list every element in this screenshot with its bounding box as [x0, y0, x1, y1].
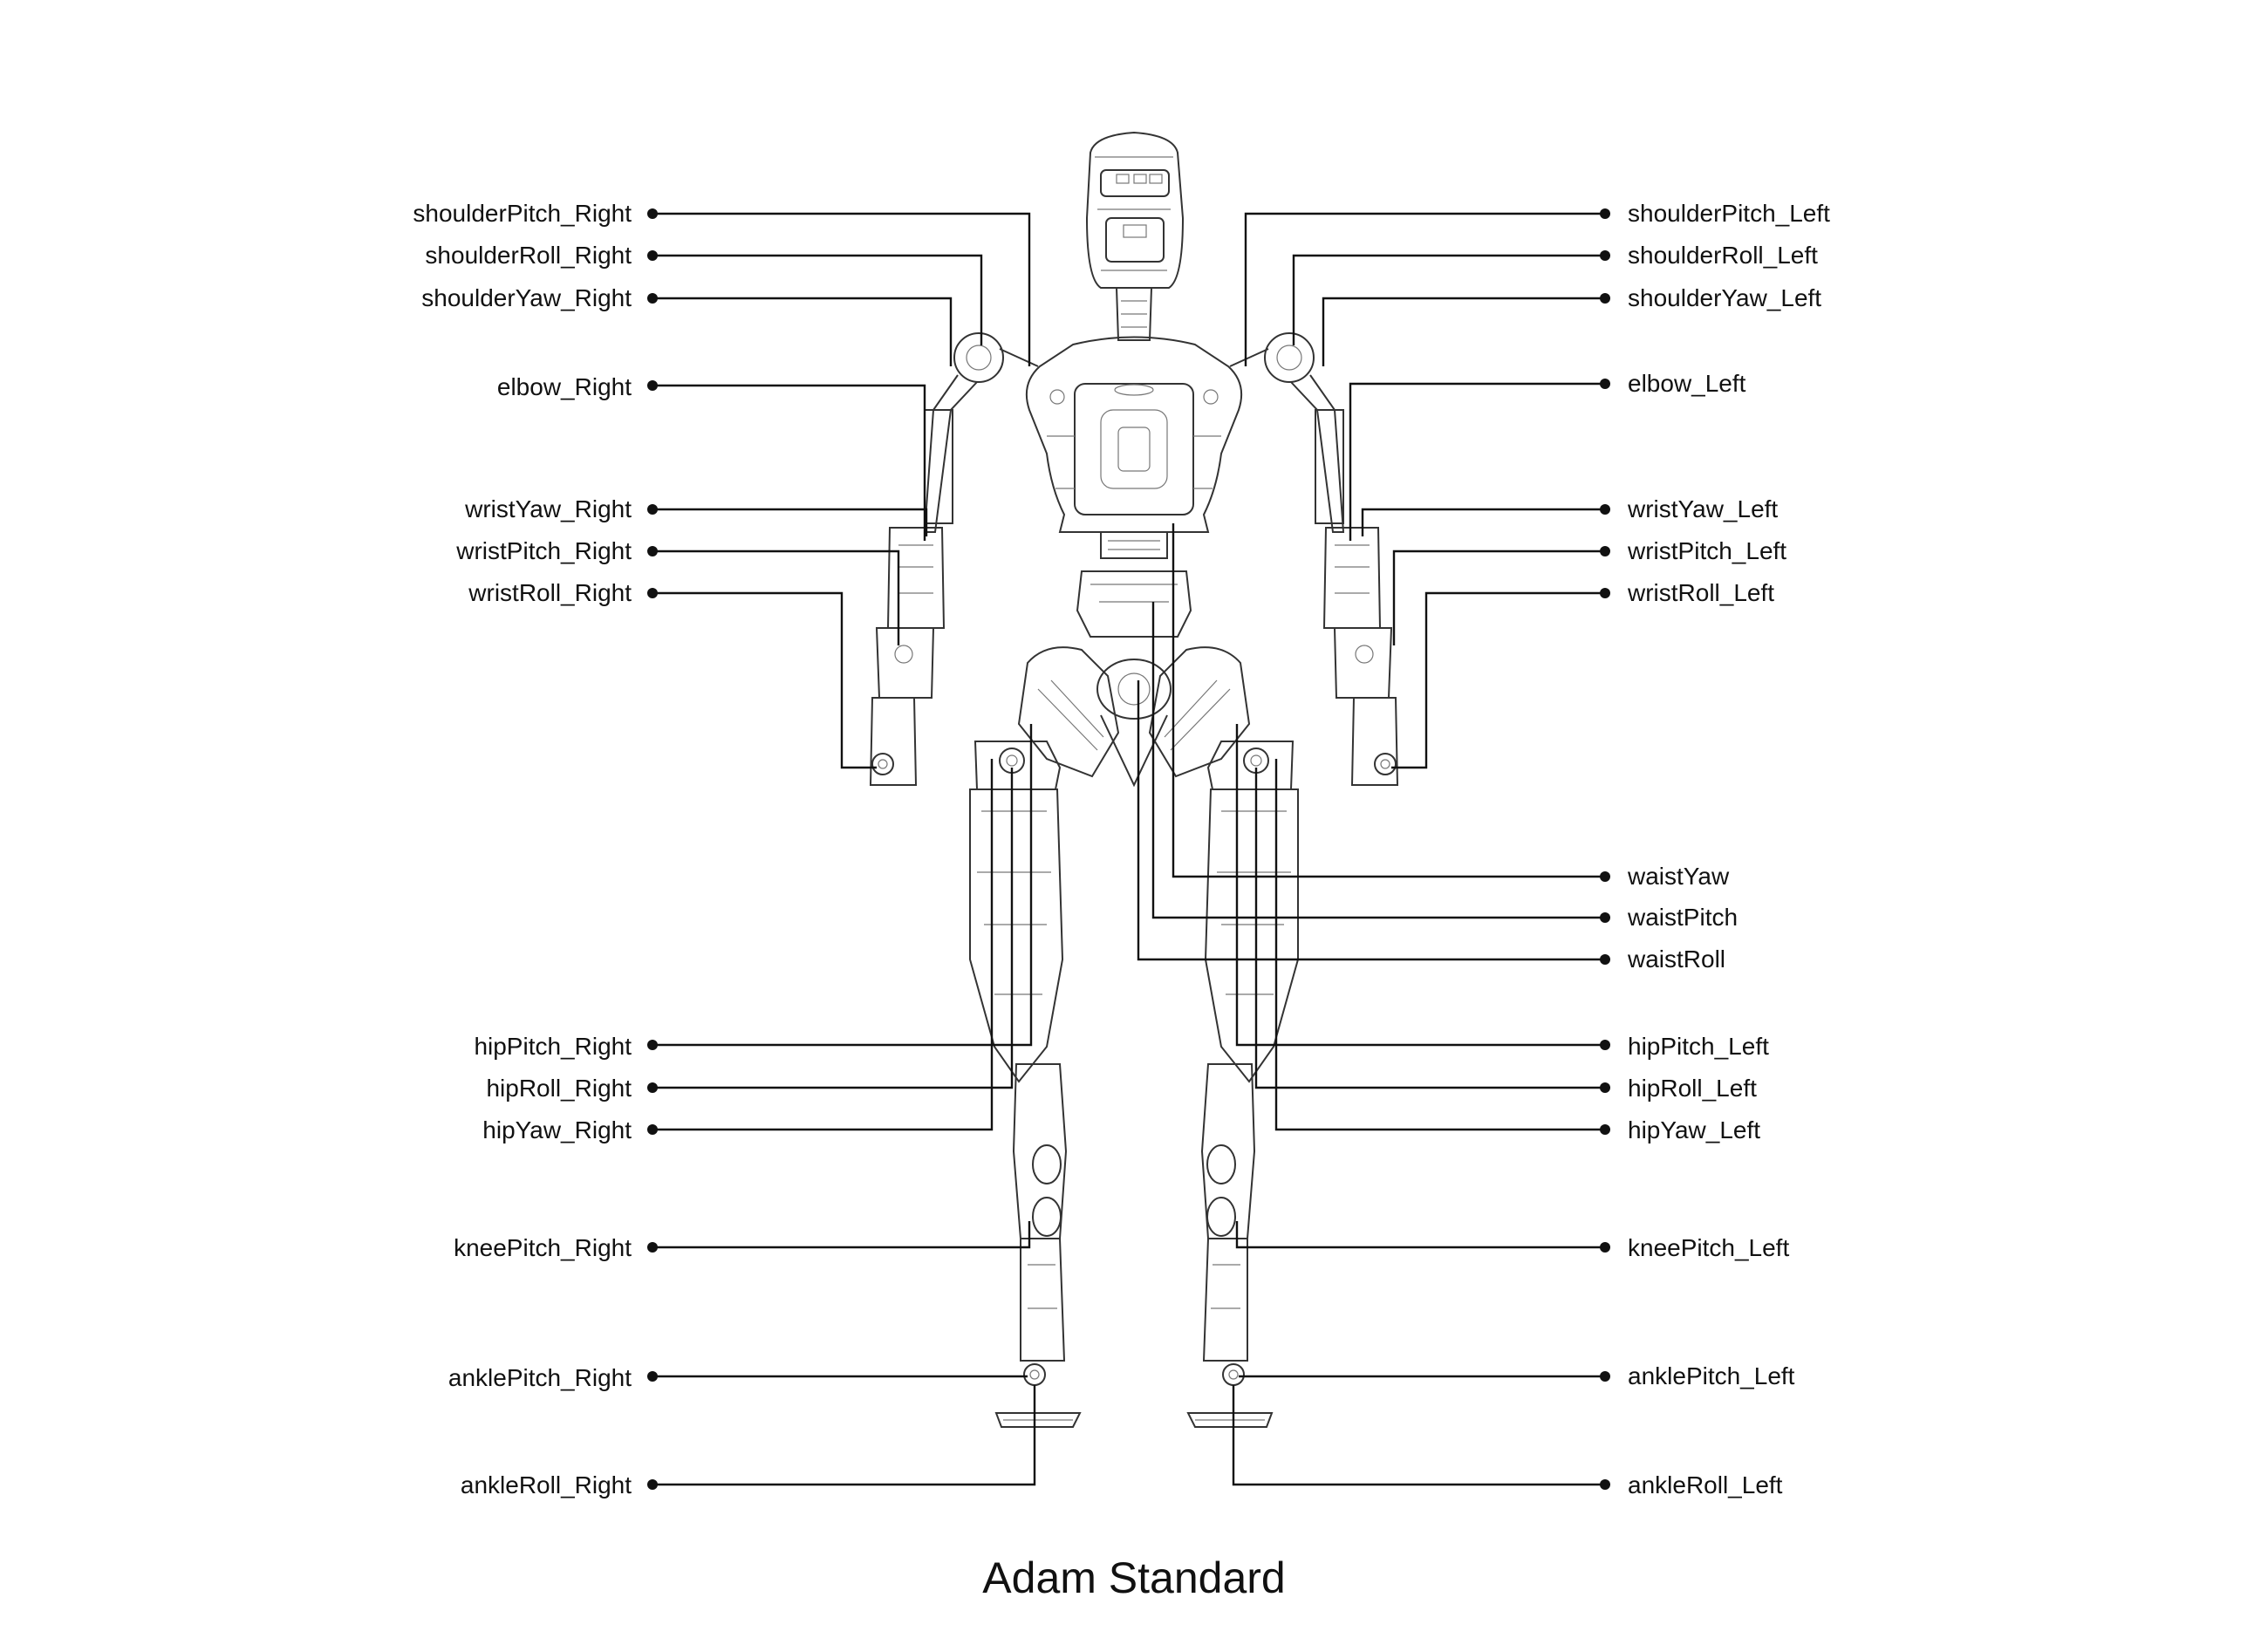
label-wristYaw-left: wristYaw_Left	[1628, 495, 1779, 522]
label-waistPitch: waistPitch	[1628, 904, 1739, 931]
robot-arm-right	[869, 332, 1039, 786]
label-shoulderPitch-left: shoulderPitch_Left	[1628, 200, 1830, 227]
label-waistYaw: waistYaw	[1628, 863, 1730, 890]
label-hipPitch-left: hipPitch_Left	[1628, 1033, 1769, 1060]
label-shoulderRoll-left: shoulderRoll_Left	[1628, 242, 1818, 269]
label-elbow-right: elbow_Right	[496, 373, 632, 400]
label-shoulderYaw-right: shoulderYaw_Right	[421, 284, 632, 311]
label-wristRoll-left: wristRoll_Left	[1628, 579, 1775, 606]
robot-neck	[1116, 287, 1152, 341]
label-wristPitch-left: wristPitch_Left	[1628, 537, 1787, 564]
diagram-title: Adam Standard	[982, 1553, 1286, 1602]
robot-leg-right	[969, 741, 1082, 1428]
robot-drawing	[869, 131, 1399, 1428]
label-shoulderRoll-right: shoulderRoll_Right	[425, 242, 632, 269]
robot-pelvis	[1017, 570, 1251, 788]
label-wristYaw-right: wristYaw_Right	[465, 495, 632, 522]
label-ankleRoll-left: ankleRoll_Left	[1628, 1471, 1783, 1498]
label-hipYaw-right: hipYaw_Right	[482, 1116, 632, 1143]
label-kneePitch-left: kneePitch_Left	[1628, 1234, 1790, 1261]
leader-lines-right-joints	[647, 208, 1036, 1490]
label-anklePitch-left: anklePitch_Left	[1628, 1362, 1795, 1389]
robot-torso	[1026, 336, 1242, 559]
robot-arm-left	[1229, 332, 1399, 786]
label-ankleRoll-right: ankleRoll_Right	[460, 1471, 632, 1498]
label-elbow-left: elbow_Left	[1628, 370, 1746, 397]
label-shoulderPitch-right: shoulderPitch_Right	[413, 200, 632, 227]
label-waistRoll: waistRoll	[1628, 945, 1726, 973]
label-hipPitch-right: hipPitch_Right	[474, 1033, 632, 1060]
label-wristPitch-right: wristPitch_Right	[456, 537, 632, 564]
leader-lines-left-joints	[1137, 208, 1610, 1490]
robot-leg-left	[1186, 741, 1299, 1428]
label-hipRoll-left: hipRoll_Left	[1628, 1075, 1757, 1102]
label-shoulderYaw-left: shoulderYaw_Left	[1628, 284, 1822, 311]
label-wristRoll-right: wristRoll_Right	[468, 579, 632, 606]
label-anklePitch-right: anklePitch_Right	[447, 1364, 632, 1391]
label-kneePitch-right: kneePitch_Right	[454, 1234, 632, 1261]
robot-head	[1085, 131, 1185, 289]
label-hipYaw-left: hipYaw_Left	[1628, 1116, 1761, 1143]
label-hipRoll-right: hipRoll_Right	[486, 1075, 632, 1102]
